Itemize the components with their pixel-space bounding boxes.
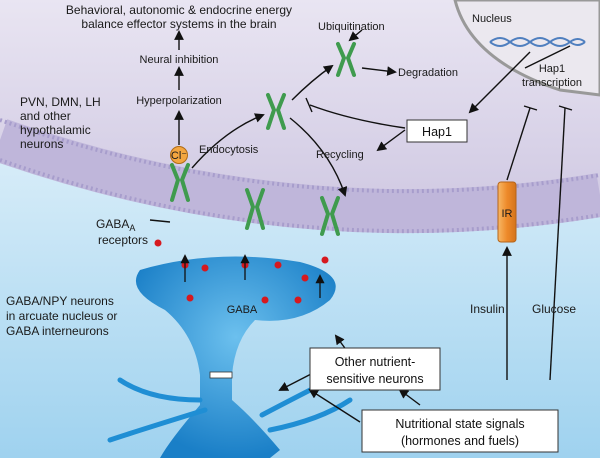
hap1-transcription-bar: [524, 45, 571, 69]
hypothalamic-label-line4: neurons: [20, 137, 63, 151]
inhibit-glucose-transcription: [549, 107, 566, 381]
hap1-label: Hap1: [422, 125, 452, 139]
pathway-arrows: [149, 29, 573, 423]
other-neurons-line2: sensitive neurons: [326, 372, 423, 386]
gaba-neurons-line3: GABA interneurons: [6, 324, 109, 338]
neural-inhibition-label: Neural inhibition: [140, 54, 219, 66]
recycling-label: Recycling: [316, 149, 364, 161]
nucleus-region: [453, 0, 600, 97]
nutritional-line1: Nutritional state signals: [395, 417, 524, 431]
gaba-release-arrows: [180, 254, 325, 298]
hap1-box: [406, 119, 468, 143]
gaba-label: GABA: [227, 304, 258, 316]
glucose-label: Glucose: [532, 302, 576, 316]
arrow-endocytosis: [191, 113, 265, 169]
receptor-membrane-1: [170, 163, 190, 202]
arrow-transcription-hap1: [468, 51, 531, 114]
nucleus-label: Nucleus: [472, 13, 512, 25]
receptor-membrane-2: [245, 188, 265, 230]
hypothalamic-label-line2: and other: [20, 109, 71, 123]
gabaa-label: GABAA: [96, 217, 135, 233]
gaba-neuron-body: [135, 256, 336, 458]
gabaa-main: GABA: [96, 217, 129, 231]
other-neurons-line1: Other nutrient-: [335, 355, 416, 369]
arrow-degradation: [361, 66, 397, 76]
hypothalamic-label-line1: PVN, DMN, LH: [20, 95, 101, 109]
arrow-hap1-recycling: [376, 129, 406, 152]
gaba-neurons-line2: in arcuate nucleus or: [6, 309, 117, 323]
nutritional-signals-box: [361, 409, 559, 453]
chloride-ion: [170, 146, 188, 164]
receptor-membrane-3: [320, 196, 340, 236]
leader-receptors: [149, 219, 171, 223]
neuron-dendrites: [107, 377, 353, 443]
ubiquitination-label: Ubiquitination: [318, 21, 385, 33]
insulin-receptor: [497, 181, 517, 243]
dna-icon: [489, 37, 586, 47]
arrow-ubiquitin-in: [348, 29, 363, 42]
ir-label: IR: [502, 208, 513, 220]
arrow-recycling: [289, 117, 348, 197]
receptor-ubiquitinated: [336, 42, 356, 77]
hap1-transcription-line1: Hap1: [539, 63, 565, 75]
hap1-inhibition: [305, 97, 406, 129]
gabaa-receptors: [170, 42, 356, 236]
other-neurons-box: [309, 347, 441, 391]
degradation-label: Degradation: [398, 67, 458, 79]
arrow-other-neuron: [278, 371, 316, 391]
arrow-signals-other: [398, 388, 421, 406]
nutritional-line2: (hormones and fuels): [401, 434, 519, 448]
effector-label-line2: balance effector systems in the brain: [81, 17, 276, 31]
effector-label-line1: Behavioral, autonomic & endocrine energy: [66, 3, 292, 17]
chloride-label: Cl⁻: [171, 150, 187, 162]
endocytosis-label: Endocytosis: [199, 144, 259, 156]
hap1-transcription-line2: transcription: [522, 77, 582, 89]
axon-break: [209, 371, 233, 379]
gabaa-subscript: A: [129, 223, 135, 233]
arrow-signals-neuron: [308, 388, 361, 423]
hypothalamic-label-line3: hypothalamic: [20, 123, 91, 137]
gaba-neurons-line1: GABA/NPY neurons: [6, 294, 114, 308]
receptor-endocytosed: [266, 93, 286, 130]
arrow-ubiquitination: [291, 64, 334, 101]
receptors-label: receptors: [98, 233, 148, 247]
hyperpolarization-label: Hyperpolarization: [136, 95, 222, 107]
inhibit-ir-transcription: [506, 107, 531, 181]
insulin-label: Insulin: [470, 302, 505, 316]
